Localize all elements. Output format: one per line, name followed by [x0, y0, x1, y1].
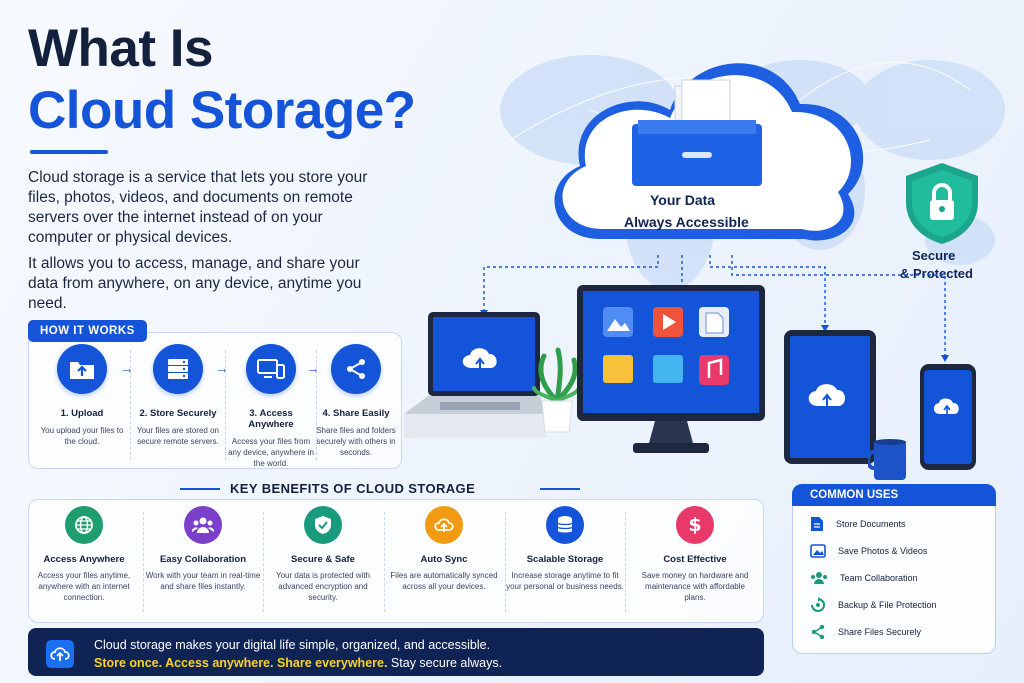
globe-icon: [65, 506, 103, 544]
benefit-easy-collaboration: Easy Collaboration Work with your team i…: [144, 506, 262, 592]
server-icon: [153, 344, 203, 394]
common-uses-heading: COMMON USES: [792, 484, 996, 506]
use-item: Backup & File Protection: [810, 597, 937, 613]
phone-illustration: [920, 364, 976, 470]
intro-paragraph-2: It allows you to access, manage, and sha…: [28, 255, 362, 312]
use-item: Team Collaboration: [810, 570, 918, 586]
benefit-divider: [143, 512, 144, 612]
use-item-label: Share Files Securely: [838, 627, 922, 637]
benefit-divider: [263, 512, 264, 612]
step-title: 2. Store Securely: [139, 408, 217, 419]
devices-icon: [246, 344, 296, 394]
backup-icon: [811, 597, 825, 612]
benefit-divider: [505, 512, 506, 612]
step-desc: Your files are stored on secure remote s…: [137, 426, 219, 446]
share-icon: [811, 624, 825, 640]
photo-icon: [810, 544, 826, 558]
benefit-scalable-storage: Scalable Storage Increase storage anytim…: [506, 506, 624, 592]
benefit-auto-sync: Auto Sync Files are automatically synced…: [385, 506, 503, 592]
laptop-illustration: [404, 312, 546, 438]
benefit-desc: Access your files anytime, anywhere with…: [37, 571, 131, 602]
step-title: 4. Share Easily: [322, 408, 390, 419]
step-desc: You upload your files to the cloud.: [40, 426, 124, 446]
secure-label-line2: & Protected: [900, 266, 973, 281]
shield-check-icon: [304, 506, 342, 544]
use-item-label: Save Photos & Videos: [838, 546, 928, 556]
banner-highlight: Store once. Access anywhere. Share every…: [94, 656, 388, 670]
benefits-panel: [28, 499, 764, 623]
database-icon: [546, 506, 584, 544]
summary-banner: [28, 628, 764, 676]
use-item: Save Photos & Videos: [810, 543, 927, 559]
benefit-title: Access Anywhere: [43, 554, 125, 565]
benefit-divider: [625, 512, 626, 612]
cloud-sync-icon: [425, 506, 463, 544]
benefits-heading: KEY BENEFITS OF CLOUD STORAGE: [230, 481, 476, 496]
step-share: 4. Share Easily Share files and folders …: [311, 344, 401, 458]
benefit-title: Easy Collaboration: [159, 554, 247, 565]
arrow-right-icon: →: [120, 360, 134, 376]
benefit-access-anywhere: Access Anywhere Access your files anytim…: [25, 506, 143, 603]
shield-lock-icon: [906, 163, 978, 244]
cloud-caption-line1: Your Data: [650, 192, 716, 208]
page-title-line1: What Is: [28, 19, 213, 78]
use-item-label: Store Documents: [836, 519, 906, 529]
use-item-label: Team Collaboration: [840, 573, 918, 583]
step-access: 3. Access Anywhere Access your files fro…: [226, 344, 316, 469]
cloud-caption-line2: Always Accessible: [624, 214, 749, 230]
benefit-cost-effective: $ Cost Effective Save money on hardware …: [636, 506, 754, 603]
benefit-desc: Work with your team in real-time and sha…: [145, 571, 261, 591]
use-item: Share Files Securely: [810, 624, 921, 640]
benefits-heading-rule-left: [180, 488, 220, 490]
dollar-icon: $: [676, 506, 714, 544]
step-title: 3. Access Anywhere: [248, 408, 294, 430]
use-item-label: Backup & File Protection: [838, 600, 937, 610]
page-title-line2: Cloud Storage?: [28, 81, 416, 140]
benefit-desc: Increase storage anytime to fit your per…: [506, 571, 624, 591]
secure-label-line1: Secure: [912, 248, 956, 263]
banner-line1: Cloud storage makes your digital life si…: [94, 638, 491, 652]
monitor-illustration: [577, 285, 765, 453]
benefits-heading-rule-right: [540, 488, 580, 490]
step-title: 1. Upload: [60, 408, 104, 419]
benefit-title: Cost Effective: [663, 554, 727, 565]
plant-decoration: [532, 347, 582, 433]
banner-line2-rest: Stay secure always.: [387, 656, 503, 670]
benefit-desc: Your data is protected with advanced enc…: [276, 571, 370, 602]
benefit-desc: Save money on hardware and maintenance w…: [641, 571, 749, 602]
step-upload: 1. Upload You upload your files to the c…: [37, 344, 127, 447]
share-icon: [331, 344, 381, 394]
folder-upload-icon: [57, 344, 107, 394]
team-icon: [811, 572, 827, 584]
benefit-title: Auto Sync: [420, 554, 468, 565]
cloud-upload-icon: [46, 640, 74, 668]
step-divider: [316, 350, 317, 460]
use-item: Store Documents: [810, 516, 906, 532]
intro-paragraph-1: Cloud storage is a service that lets you…: [28, 169, 368, 246]
step-divider: [130, 350, 131, 460]
step-store: 2. Store Securely Your files are stored …: [133, 344, 223, 447]
team-icon: [184, 506, 222, 544]
step-divider: [225, 350, 226, 460]
how-it-works-heading: HOW IT WORKS: [28, 320, 147, 342]
banner-line2: Store once. Access anywhere. Share every…: [94, 656, 502, 670]
step-desc: Access your files from any device, anywh…: [228, 437, 314, 468]
common-uses-panel: [792, 484, 996, 654]
mug-decoration: [868, 439, 906, 480]
benefit-divider: [384, 512, 385, 612]
benefit-title: Secure & Safe: [291, 554, 355, 565]
document-icon: [811, 517, 823, 531]
tablet-illustration: [784, 330, 876, 464]
benefit-desc: Files are automatically synced across al…: [390, 571, 498, 591]
cloud-illustration: [554, 63, 864, 241]
step-desc: Share files and folders securely with ot…: [316, 426, 396, 457]
benefit-title: Scalable Storage: [526, 554, 604, 565]
title-underline: [30, 150, 108, 154]
benefit-secure-safe: Secure & Safe Your data is protected wit…: [264, 506, 382, 603]
